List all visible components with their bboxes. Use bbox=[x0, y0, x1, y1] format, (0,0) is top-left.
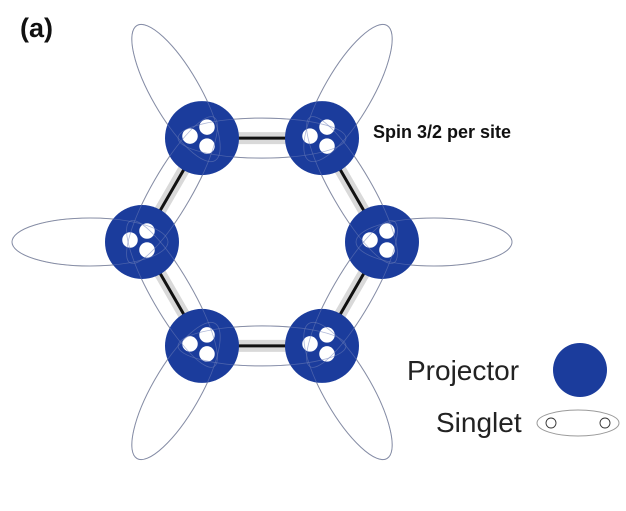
projector-site-top-right bbox=[285, 101, 359, 176]
legend-singlet-end-right bbox=[599, 417, 611, 429]
spin-half-circle bbox=[360, 230, 380, 250]
spin-half-circle bbox=[197, 344, 217, 364]
legend-projector-symbol bbox=[553, 343, 607, 397]
singlet-ellipses-overlay bbox=[11, 24, 513, 460]
legend-singlet-symbol bbox=[536, 409, 620, 437]
legend-singlet-end-left bbox=[545, 417, 557, 429]
singlet-overlay-outline bbox=[355, 217, 513, 267]
projector-disk bbox=[165, 101, 239, 176]
singlet-ellipses bbox=[11, 23, 513, 461]
singlet-overlay-outline bbox=[11, 217, 169, 267]
spin-half-circle bbox=[197, 136, 217, 156]
projector-sites bbox=[105, 101, 419, 383]
projector-site-bottom-left bbox=[165, 308, 239, 383]
projector-disk bbox=[165, 308, 239, 383]
singlet-overlay-outline bbox=[131, 24, 221, 163]
projector-disk bbox=[285, 101, 359, 176]
spin-half-circle bbox=[317, 117, 337, 137]
projector-site-bottom-right bbox=[285, 308, 359, 383]
spin-half-circle bbox=[377, 240, 397, 260]
spin-half-circle bbox=[300, 334, 320, 354]
legend: Projector Singlet bbox=[407, 343, 620, 438]
singlet-overlay-outline bbox=[303, 24, 393, 163]
projector-disk bbox=[285, 308, 359, 383]
spin-half-circle bbox=[317, 136, 337, 156]
spin-half-circle bbox=[137, 221, 157, 241]
projector-disk bbox=[345, 205, 419, 279]
panel-label: (a) bbox=[20, 13, 53, 43]
legend-projector-label: Projector bbox=[407, 355, 519, 386]
projector-site-left bbox=[105, 205, 179, 279]
projector-site-top-left bbox=[165, 101, 239, 176]
projector-disk bbox=[105, 205, 179, 279]
legend-singlet-ellipse bbox=[536, 409, 620, 437]
legend-singlet-label: Singlet bbox=[436, 407, 522, 438]
singlet-overlay-outline bbox=[131, 321, 221, 460]
singlet-overlay-outline bbox=[303, 321, 393, 460]
spin-per-site-label: Spin 3/2 per site bbox=[373, 122, 511, 142]
spin-half-circle bbox=[317, 344, 337, 364]
spin-half-circle bbox=[197, 117, 217, 137]
